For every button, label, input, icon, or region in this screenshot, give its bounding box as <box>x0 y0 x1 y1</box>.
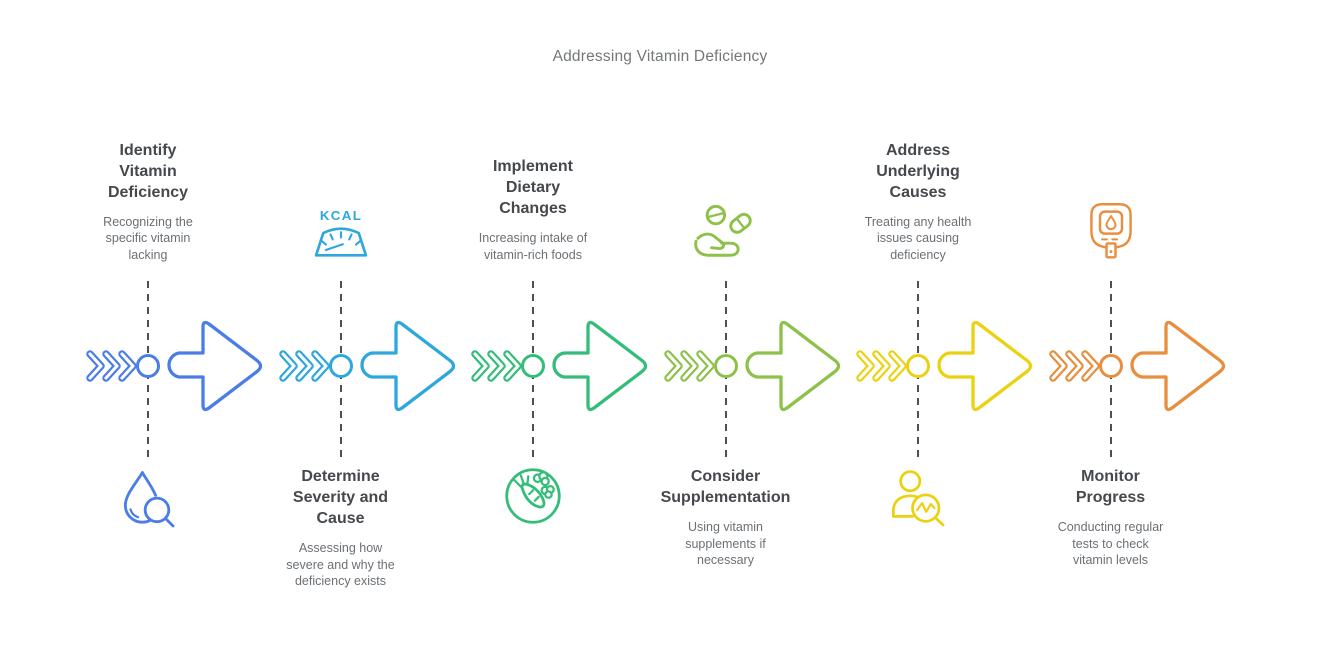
person-analysis-icon <box>892 470 945 527</box>
step-monitor-progress: Monitor Progress Conducting regular test… <box>1015 0 1225 663</box>
step-description: Recognizing the specific vitamin lacking <box>103 214 193 262</box>
step-consider-supplementation: Consider Supplementation Using vitamin s… <box>630 0 840 663</box>
chevrons-icon <box>663 350 715 382</box>
step-identify-vitamin-deficiency: Identify Vitamin Deficiency Recognizing … <box>52 0 263 663</box>
flow-arrow-icon <box>471 320 648 412</box>
chevrons-icon <box>86 350 137 382</box>
chevrons-icon <box>1048 350 1100 382</box>
chevrons-icon <box>471 350 522 382</box>
step-title: Consider Supplementation <box>660 468 791 506</box>
big-arrow-icon <box>1129 320 1225 412</box>
kcal-scale-icon: KCAL <box>314 208 367 257</box>
step-implement-dietary-changes: Implement Dietary Changes Increasing int… <box>437 0 648 663</box>
big-arrow-icon <box>937 320 1033 412</box>
flow-arrow-icon <box>663 320 840 412</box>
step-determine-severity: KCAL Determine Severity and Cause Assess… <box>245 0 455 663</box>
svg-text:KCAL: KCAL <box>319 208 361 223</box>
diagram-title: Addressing Vitamin Deficiency <box>552 48 768 65</box>
step-title: Implement Dietary Changes <box>492 158 573 217</box>
flow-arrow-icon <box>1048 320 1225 412</box>
big-arrow-icon <box>359 320 455 412</box>
big-arrow-icon <box>744 320 840 412</box>
big-arrow-icon <box>552 320 648 412</box>
timeline-node-circle <box>328 354 353 378</box>
timeline-node-circle <box>136 354 160 378</box>
step-title: Determine Severity and Cause <box>292 468 389 527</box>
step-title: Identify Vitamin Deficiency <box>107 141 189 201</box>
step-description: Using vitamin supplements if necessary <box>685 520 766 567</box>
timeline-node-circle <box>1098 354 1123 378</box>
step-description: Assessing how severe and why the deficie… <box>286 541 395 588</box>
timeline-node-circle <box>906 354 930 378</box>
step-description: Treating any health issues causing defic… <box>864 214 972 262</box>
step-description: Conducting regular tests to check vitami… <box>1057 520 1164 567</box>
glucose-meter-icon <box>1089 203 1132 259</box>
step-description: Increasing intake of vitamin-rich foods <box>478 231 588 262</box>
step-title: Address Underlying Causes <box>876 141 960 201</box>
chevrons-icon <box>856 350 907 382</box>
hand-pills-icon <box>693 204 752 257</box>
flow-arrow-icon <box>86 320 263 412</box>
flow-arrow-icon <box>278 320 455 412</box>
flow-arrow-icon <box>856 320 1033 412</box>
vegetables-icon <box>505 468 561 524</box>
step-address-underlying-causes: Address Underlying Causes Treating any h… <box>822 0 1033 663</box>
step-title: Monitor Progress <box>1075 468 1146 506</box>
timeline-node-circle <box>713 354 738 378</box>
big-arrow-icon <box>167 320 263 412</box>
chevrons-icon <box>278 350 330 382</box>
droplet-magnifier-icon <box>123 471 175 528</box>
timeline-node-circle <box>521 354 545 378</box>
